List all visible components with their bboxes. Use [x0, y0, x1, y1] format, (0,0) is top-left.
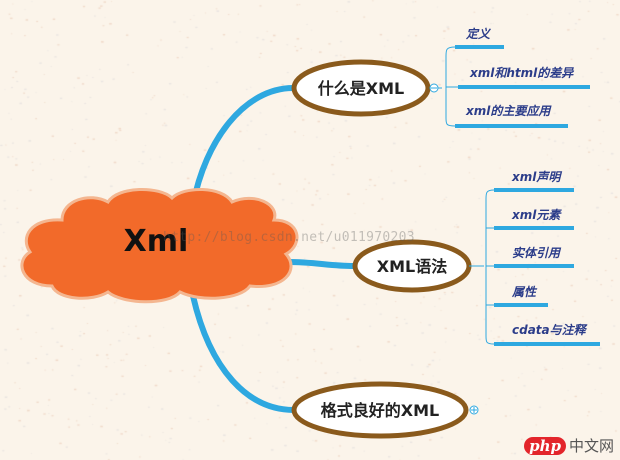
leaf-attributes[interactable]: 属性 — [494, 285, 548, 307]
branch-connector-well-formed — [190, 293, 297, 413]
branch-node-border — [291, 59, 431, 117]
leaf-cdata-comments[interactable]: cdata与注释 — [494, 323, 600, 346]
leaf-group-xml-syntax: xml声明 xml元素 实体引用 属性 cdata与注释 — [469, 170, 600, 346]
leaf-label: xml和html的差异 — [469, 66, 574, 80]
root-label: Xml — [124, 224, 189, 259]
leaf-definition[interactable]: 定义 — [455, 27, 504, 49]
leaf-xml-html-diff[interactable]: xml和html的差异 — [458, 66, 590, 89]
branch-node-what-is-xml[interactable]: 什么是XML — [291, 59, 431, 117]
leaf-xml-uses[interactable]: xml的主要应用 — [455, 104, 568, 128]
branch-label: 什么是XML — [318, 79, 404, 98]
watermark-text: http://blog.csdn.net/u011970203 — [163, 230, 415, 245]
leaf-label: xml声明 — [511, 170, 562, 184]
root-node[interactable]: Xml — [20, 187, 299, 304]
branch-label: 格式良好的XML — [321, 401, 439, 420]
logo-text: 中文网 — [568, 437, 614, 455]
collapse-circle-icon[interactable] — [429, 83, 439, 93]
leaf-label: xml元素 — [511, 208, 562, 222]
branch-node-xml-syntax[interactable]: XML语法 — [352, 239, 472, 293]
branch-connector-what-is-xml — [190, 85, 296, 208]
logo-brand: php — [524, 436, 566, 455]
branch-label: XML语法 — [377, 257, 447, 276]
branch-node-border — [291, 381, 469, 439]
expand-plus-icon[interactable] — [469, 405, 479, 415]
leaf-label: 定义 — [465, 27, 492, 41]
leaf-label: xml的主要应用 — [465, 104, 552, 118]
root-cloud-shape — [20, 187, 299, 304]
php-cn-logo: php 中文网 — [524, 435, 614, 456]
leaf-xml-declaration[interactable]: xml声明 — [494, 170, 574, 192]
leaf-xml-elements[interactable]: xml元素 — [494, 208, 574, 230]
leaf-label: 属性 — [511, 285, 538, 299]
leaf-group-what-is-xml: 定义 xml和html的差异 xml的主要应用 — [438, 27, 590, 128]
branch-connector-xml-syntax — [285, 259, 357, 269]
leaf-label: 实体引用 — [512, 246, 562, 260]
leaf-label: cdata与注释 — [512, 323, 588, 337]
leaf-entity-references[interactable]: 实体引用 — [494, 246, 574, 268]
branch-node-well-formed-xml[interactable]: 格式良好的XML — [291, 381, 469, 439]
